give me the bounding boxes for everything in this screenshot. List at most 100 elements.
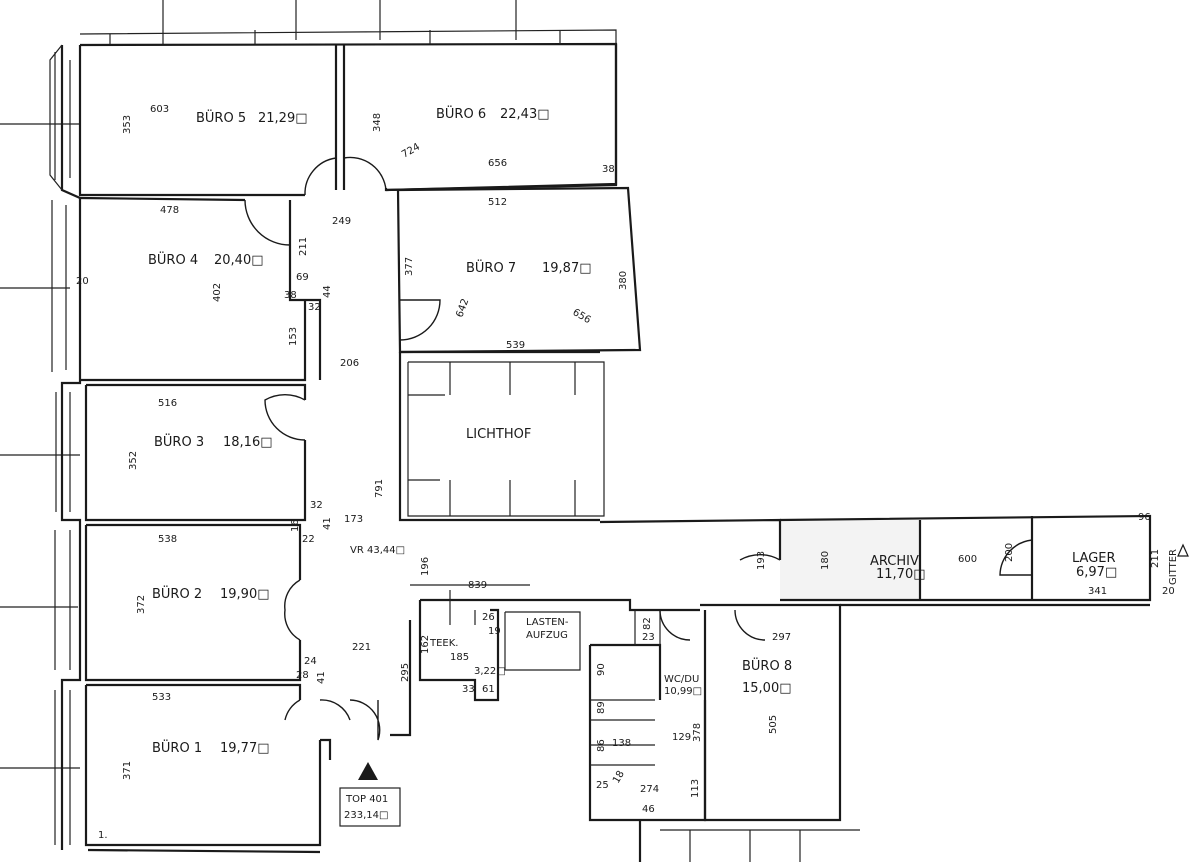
dim: 380 [618, 271, 629, 290]
dim: 538 [158, 534, 177, 545]
buero1-name: BÜRO 1 [152, 739, 202, 756]
dim: 26 [482, 612, 495, 623]
window-ticks-left [0, 0, 517, 769]
dim: 90 [596, 663, 607, 676]
gitter-name: GITTER [1168, 549, 1179, 585]
dim: 82 [642, 617, 653, 630]
top-label-box [339, 787, 401, 827]
dim: 28 [296, 670, 309, 681]
dim: 33 [462, 684, 475, 695]
buero3-area: 18,16□ [223, 435, 273, 450]
archiv-area: 11,70□ [876, 567, 926, 582]
dim: 348 [372, 113, 383, 132]
dim: 69 [296, 272, 309, 283]
dim: 89 [596, 701, 607, 714]
dim: 22 [302, 534, 315, 545]
buero6-name: BÜRO 6 [436, 105, 486, 122]
dim: 603 [150, 104, 169, 115]
dim: 16 [290, 519, 301, 532]
dim: 200 [1004, 543, 1015, 562]
dim: 341 [1088, 586, 1107, 597]
wc-area: 10,99□ [664, 686, 702, 697]
dim: 38 [602, 164, 615, 175]
lager-area: 6,97□ [1076, 565, 1117, 580]
dim: 295 [400, 663, 411, 682]
buero8-area: 15,00□ [742, 681, 792, 696]
buero6-area: 22,43□ [500, 107, 550, 122]
archiv-name: ARCHIV [870, 554, 919, 569]
dim: 378 [692, 723, 703, 742]
dim: 642 [454, 297, 471, 319]
buero2-name: BÜRO 2 [152, 585, 202, 602]
dim: 32 [310, 500, 323, 511]
dim: 791 [374, 479, 385, 498]
dim: 153 [288, 327, 299, 346]
dim: 138 [612, 738, 631, 749]
buero1-area: 19,77□ [220, 741, 270, 756]
dim: 20 [1162, 586, 1175, 597]
buero8-name: BÜRO 8 [742, 657, 792, 674]
dim: 372 [136, 595, 147, 614]
dim: 839 [468, 580, 487, 591]
dim: 113 [690, 779, 701, 798]
buero4-area: 20,40□ [214, 253, 264, 268]
dim: 19 [488, 626, 501, 637]
dim: 38 [284, 290, 297, 301]
dim: 41 [316, 671, 327, 684]
dim: 371 [122, 761, 133, 780]
dim: 185 [450, 652, 469, 663]
dim: 600 [958, 554, 977, 565]
teekueche-area: 3,22□ [474, 666, 506, 677]
dimension-labels: 603 353 348 724 656 38 478 249 211 512 4… [76, 104, 1175, 841]
dim: 206 [340, 358, 359, 369]
dim: 25 [596, 780, 609, 791]
dim: 249 [332, 216, 351, 227]
dim: 512 [488, 197, 507, 208]
buero5-area: 21,29□ [258, 111, 308, 126]
dim: 173 [344, 514, 363, 525]
dim: 211 [1150, 549, 1161, 568]
dim: 1. [98, 830, 108, 841]
buero5-name: BÜRO 5 [196, 109, 246, 126]
dim: 352 [128, 451, 139, 470]
teekueche-name: TEEK. [429, 638, 458, 649]
buero7-name: BÜRO 7 [466, 259, 516, 276]
dim: 129 [672, 732, 691, 743]
dim: 41 [322, 517, 333, 530]
top-area: 233,14□ [344, 810, 388, 821]
dim: 23 [642, 632, 655, 643]
top-label: TOP 401 [345, 794, 388, 805]
buero2-area: 19,90□ [220, 587, 270, 602]
dim: 24 [304, 656, 317, 667]
dim: 18 [611, 769, 627, 786]
interior-walls [78, 44, 1152, 862]
dim: 32 [308, 302, 321, 313]
dim: 20 [76, 276, 89, 287]
wc-name: WC/DU [664, 674, 699, 685]
dim: 402 [212, 283, 223, 302]
dim: 656 [488, 158, 507, 169]
marker-triangle-icon [1177, 543, 1189, 557]
dim: 193 [756, 551, 767, 570]
dim: 478 [160, 205, 179, 216]
archiv-shade [780, 520, 920, 600]
dim: 516 [158, 398, 177, 409]
entrance-triangle-icon [358, 762, 378, 780]
dim: 96 [1138, 512, 1151, 523]
lager-name: LAGER [1072, 551, 1116, 566]
dim: 533 [152, 692, 171, 703]
dim: 86 [596, 739, 607, 752]
dim: 505 [768, 715, 779, 734]
dim: 353 [122, 115, 133, 134]
lichthof-name: LICHTHOF [466, 427, 531, 442]
dim: 221 [352, 642, 371, 653]
lastenaufzug-name1: LASTEN- [526, 617, 569, 628]
dim: 297 [772, 632, 791, 643]
dim: 539 [506, 340, 525, 351]
dim: 724 [400, 142, 422, 161]
buero3-name: BÜRO 3 [154, 433, 204, 450]
doors [244, 156, 1033, 741]
dim: 46 [642, 804, 655, 815]
dim: 377 [404, 257, 415, 276]
dim: 196 [420, 557, 431, 576]
